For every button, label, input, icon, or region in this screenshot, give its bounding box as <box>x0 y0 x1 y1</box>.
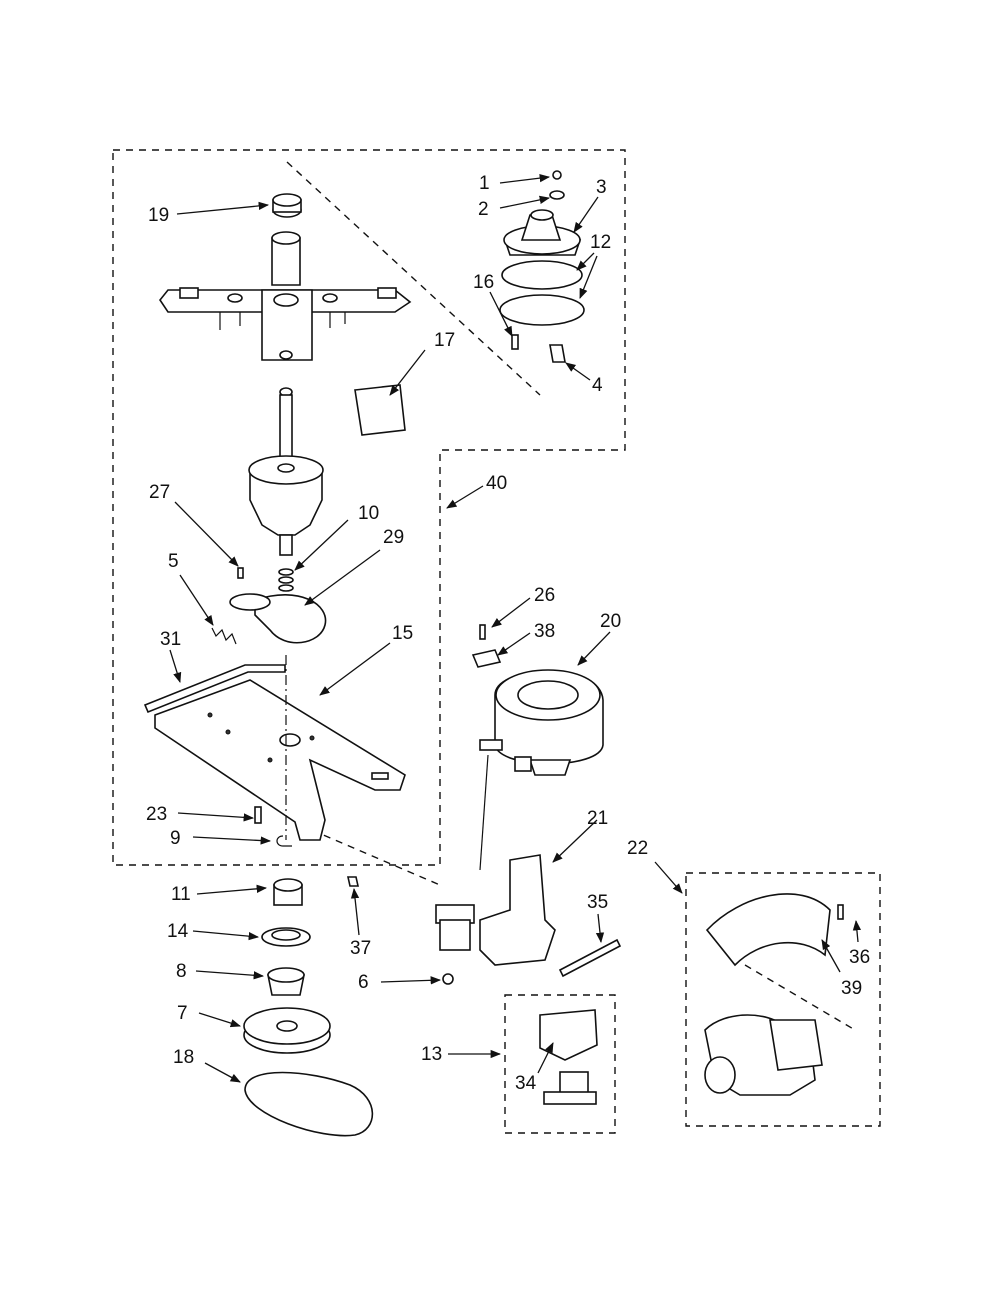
group-box-transmission <box>112 149 626 866</box>
part-22-pump <box>704 893 844 1096</box>
group-box-valve <box>504 994 616 1134</box>
part-27-pin <box>237 567 244 579</box>
label-26: 26 <box>534 585 555 606</box>
label-16: 16 <box>473 272 494 293</box>
label-21: 21 <box>587 808 608 829</box>
part-3-retainer <box>503 170 582 256</box>
part-9-clip <box>276 835 292 847</box>
label-29: 29 <box>383 527 404 548</box>
part-4-clip <box>549 344 566 363</box>
part-16-screw <box>511 334 519 350</box>
label-17: 17 <box>434 330 455 351</box>
label-18: 18 <box>173 1047 194 1068</box>
label-5: 5 <box>168 551 179 572</box>
part-20-motor <box>471 624 604 776</box>
part-hub-assembly <box>159 231 412 361</box>
label-27: 27 <box>149 482 170 503</box>
part-23-screw <box>254 806 262 824</box>
label-35: 35 <box>587 892 608 913</box>
part-35-tie <box>558 938 622 978</box>
label-14: 14 <box>167 921 189 942</box>
part-12-rings <box>499 260 585 326</box>
part-11-bearing <box>273 878 303 906</box>
part-19-cap <box>272 193 302 218</box>
part-10-washers <box>278 568 294 592</box>
label-34: 34 <box>515 1073 537 1094</box>
part-5-spring <box>211 627 237 645</box>
label-37: 37 <box>350 938 371 959</box>
label-19: 19 <box>148 205 169 226</box>
part-15-base-plate <box>154 679 406 841</box>
label-23: 23 <box>146 804 167 825</box>
label-2: 2 <box>478 199 489 220</box>
label-40: 40 <box>486 473 507 494</box>
label-36: 36 <box>849 947 870 968</box>
label-38: 38 <box>534 621 555 642</box>
label-13: 13 <box>421 1044 442 1065</box>
label-10: 10 <box>358 503 379 524</box>
lead-motor-bracket <box>479 754 489 871</box>
label-11: 11 <box>171 884 191 905</box>
pump-guide-line <box>744 964 856 1031</box>
label-20: 20 <box>600 611 621 632</box>
leader-lines <box>169 174 862 1083</box>
label-31: 31 <box>160 629 181 650</box>
label-1: 1 <box>479 173 490 194</box>
label-15: 15 <box>392 623 413 644</box>
part-21-bracket <box>435 854 556 966</box>
part-37-clip <box>347 876 359 887</box>
part-31-rod <box>143 664 286 714</box>
group-box-pump <box>685 872 881 1127</box>
part-6-nut <box>442 973 454 985</box>
part-17-gasket <box>354 384 406 436</box>
label-7: 7 <box>177 1003 188 1024</box>
label-8: 8 <box>176 961 187 982</box>
part-8-hub <box>267 967 305 996</box>
part-14-collar <box>261 927 311 947</box>
label-6: 6 <box>358 972 369 993</box>
part-29-brake <box>229 593 327 644</box>
part-18-belt <box>244 1071 374 1137</box>
alignment-line-hub <box>286 161 541 396</box>
part-34-valve <box>539 1009 598 1105</box>
part-transmission <box>248 387 324 556</box>
label-22: 22 <box>627 838 648 859</box>
label-9: 9 <box>170 828 181 849</box>
label-3: 3 <box>596 177 607 198</box>
label-39: 39 <box>841 978 862 999</box>
part-7-pulley <box>243 1007 331 1054</box>
label-12: 12 <box>590 232 611 253</box>
label-4: 4 <box>592 375 603 396</box>
